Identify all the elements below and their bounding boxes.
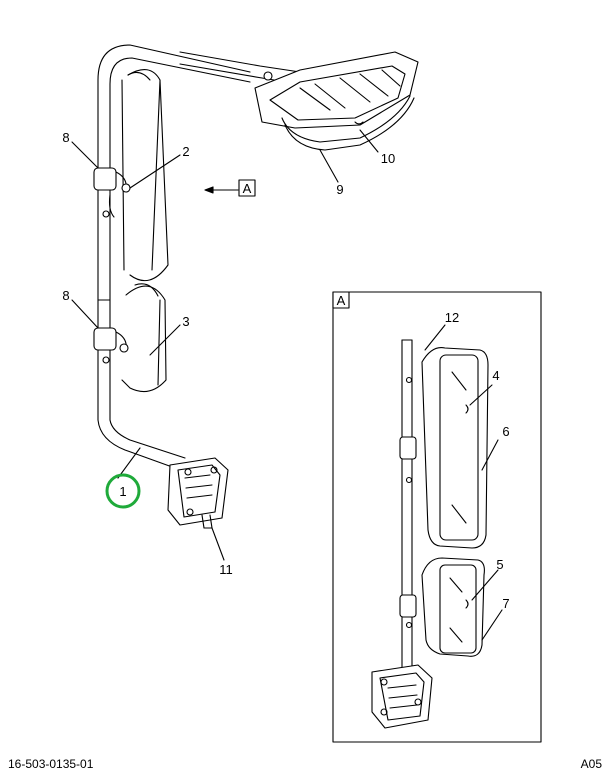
upper-clamp (93, 167, 131, 218)
callout-8-lower: 8 (62, 288, 69, 303)
detail-base-bracket (371, 664, 433, 729)
document-number: 16-503-0135-01 (8, 757, 94, 771)
base-bracket (167, 457, 229, 529)
leader-lines (71, 129, 379, 561)
callout-7: 7 (502, 596, 509, 611)
callout-6: 6 (502, 424, 509, 439)
callout-11: 11 (219, 562, 233, 577)
callout-10: 10 (381, 151, 395, 166)
callout-1: 1 (119, 484, 126, 499)
view-ref-label: A (243, 181, 252, 196)
main-mirror-head (121, 69, 169, 282)
callout-4: 4 (492, 368, 499, 383)
upper-mirror-assembly (254, 51, 419, 151)
mirror-arm (97, 44, 251, 469)
callout-8-upper: 8 (62, 130, 69, 145)
view-arrow (204, 179, 256, 197)
callout-2: 2 (182, 144, 189, 159)
callout-12: 12 (445, 310, 459, 325)
revision-code: A05 (580, 757, 602, 771)
detail-upper-mirror (399, 347, 489, 549)
callout-9: 9 (336, 182, 343, 197)
detail-view-label: A (337, 293, 346, 308)
lower-mirror-head (121, 283, 167, 393)
callout-3: 3 (182, 314, 189, 329)
lower-clamp (93, 327, 129, 364)
detail-leader-lines (424, 324, 503, 641)
highlight-circle (105, 473, 141, 509)
detail-lower-mirror (399, 557, 485, 657)
callout-5: 5 (496, 557, 503, 572)
